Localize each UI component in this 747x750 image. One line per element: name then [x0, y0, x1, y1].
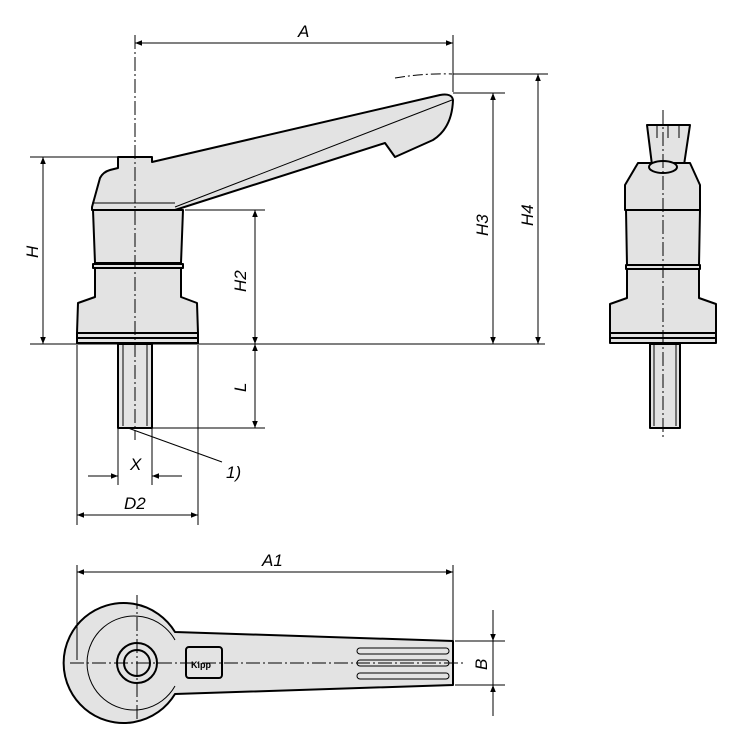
dimension-L: L [231, 344, 258, 428]
collar [92, 209, 184, 264]
dimension-D2: D2 [77, 494, 198, 518]
thread-line [122, 344, 148, 426]
dim-label-l: L [231, 383, 250, 392]
side-lower-body [609, 268, 717, 334]
dim-label-h: H [23, 245, 42, 258]
dimension-B: B [455, 610, 505, 716]
lever-swing-arc [394, 73, 453, 79]
side-view [609, 110, 717, 440]
dim-label-x: X [129, 455, 142, 474]
front-view [76, 35, 454, 440]
top-view: Kipp [62, 595, 465, 724]
dimension-A: A [135, 22, 453, 46]
dimension-A1: A1 [76, 551, 454, 660]
side-stud [649, 343, 681, 429]
dimension-H: H [23, 157, 46, 344]
dim-label-h4: H4 [518, 204, 537, 226]
lever-handle [91, 93, 454, 211]
dimension-H3: H3 [473, 93, 496, 344]
dim-label-d2: D2 [124, 494, 146, 513]
dim-label-a1: A1 [261, 551, 283, 570]
dimension-H4: H4 [518, 74, 541, 344]
dim-label-h2: H2 [231, 270, 250, 292]
lever-edge-line [174, 99, 453, 208]
dimension-X: X [88, 455, 182, 479]
dim-label-h3: H3 [473, 214, 492, 236]
dim-label-b: B [472, 659, 491, 670]
note-label: 1) [226, 463, 241, 482]
lower-body [76, 267, 199, 334]
dim-label-a: A [297, 22, 309, 41]
kipp-logo-mark: Kipp [191, 660, 211, 670]
base-ring [76, 337, 199, 344]
note-leader: 1) [127, 427, 241, 482]
dimension-H2: H2 [231, 210, 258, 344]
